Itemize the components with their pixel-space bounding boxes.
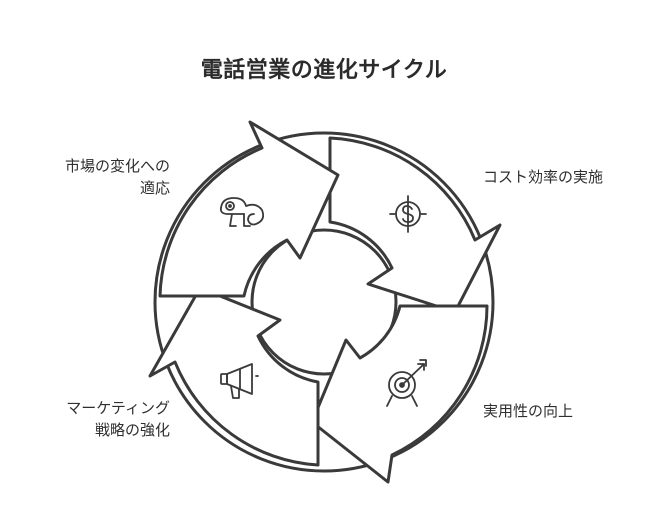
step-label-line: 戦略の強化 — [94, 421, 170, 439]
diagram-title: 電話営業の進化サイクル — [200, 58, 448, 83]
target-arrow-icon — [386, 359, 427, 407]
step-label-market-adaptation: 市場の変化への 適応 — [65, 155, 170, 199]
step-label-line: 市場の変化への — [64, 157, 170, 175]
inner-hub — [250, 228, 398, 376]
dollar-target-icon — [389, 195, 427, 233]
step-label-line: マーケティング — [66, 399, 170, 417]
arrow-bottom-right — [310, 304, 489, 484]
arrow-top-right — [328, 136, 502, 314]
step-label-line: 適応 — [139, 179, 170, 197]
chameleon-icon — [219, 197, 265, 227]
megaphone-icon — [220, 363, 259, 399]
step-label-line: コスト効率の実施 — [483, 168, 604, 186]
step-label-line: 実用性の向上 — [483, 402, 574, 420]
step-label-cost-efficiency: コスト効率の実施 — [483, 166, 603, 188]
step-label-marketing-strategy: マーケティング 戦略の強化 — [66, 397, 170, 441]
arrow-top-left — [158, 120, 340, 298]
step-label-practicality: 実用性の向上 — [483, 400, 573, 422]
arrow-bottom-left — [148, 286, 320, 467]
